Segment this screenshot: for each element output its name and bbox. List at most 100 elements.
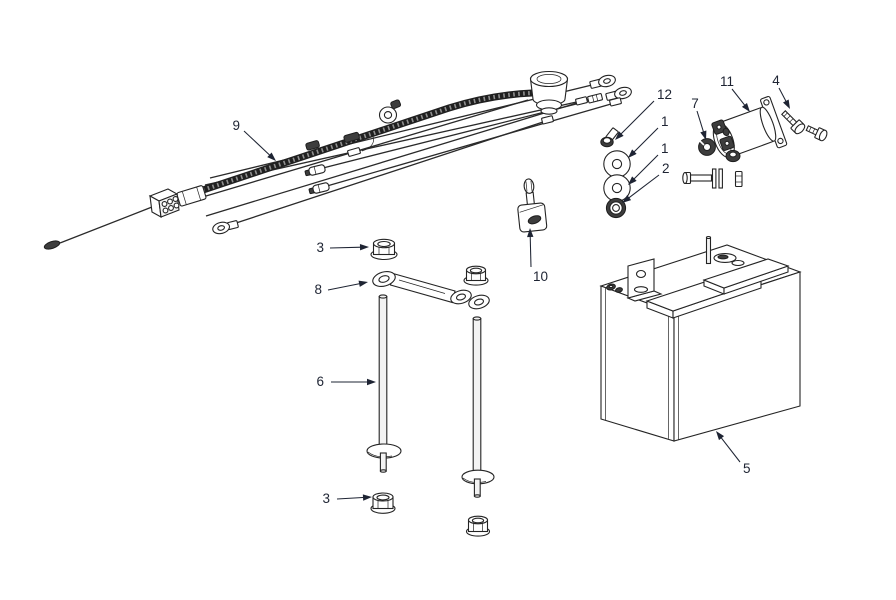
leader-arrow xyxy=(358,280,368,287)
leader-line xyxy=(731,88,747,107)
leader-line xyxy=(719,436,741,463)
main-cable-wrap xyxy=(202,90,533,192)
part-number-label: 3 xyxy=(316,240,324,255)
cable-lug xyxy=(305,140,320,151)
harness-wire xyxy=(326,103,612,187)
leader-line xyxy=(329,246,363,249)
leader-arrow xyxy=(716,431,725,441)
leader-line xyxy=(619,100,655,136)
lock-nut xyxy=(605,197,627,219)
mounting-bolt xyxy=(805,125,828,142)
harness-wire xyxy=(232,121,544,225)
leader-line xyxy=(529,234,532,268)
screw-small xyxy=(600,127,619,148)
callout-4: 4 xyxy=(772,73,790,109)
ring-terminal xyxy=(605,86,632,101)
leader-line xyxy=(632,127,659,154)
key-bow xyxy=(523,178,535,194)
lead-wire xyxy=(59,206,153,244)
roll-pins xyxy=(711,168,723,189)
connector-sleeve xyxy=(176,185,207,207)
callout-10: 10 xyxy=(527,228,548,284)
cable-boot xyxy=(529,70,569,115)
solenoid xyxy=(711,96,788,163)
leader-arrow xyxy=(628,149,637,158)
leader-line xyxy=(243,130,272,157)
bullet-connector xyxy=(304,164,326,177)
callout-8: 8 xyxy=(314,280,368,297)
leader-arrow xyxy=(362,494,372,501)
callout-1: 1 xyxy=(628,141,669,185)
branch-lug xyxy=(347,147,361,157)
cable-clamp xyxy=(378,99,402,124)
leader-line xyxy=(778,87,788,104)
mounting-bolt xyxy=(781,110,806,135)
callout-9: 9 xyxy=(232,118,276,161)
leader-arrow xyxy=(367,378,376,386)
callout-6: 6 xyxy=(316,374,376,389)
part-number-label: 8 xyxy=(314,282,322,297)
leader-arrow xyxy=(267,152,276,161)
wire-lug xyxy=(541,115,554,125)
keyhole xyxy=(527,215,542,225)
bullet-connector xyxy=(308,182,330,195)
battery-ridge xyxy=(702,258,790,295)
battery-terminal xyxy=(705,235,745,267)
part-number-label: 7 xyxy=(691,96,699,111)
connector-pin xyxy=(172,196,179,202)
flange-nut xyxy=(465,515,491,537)
flange-nut xyxy=(463,265,489,286)
part-number-label: 5 xyxy=(743,461,751,476)
ring-terminal xyxy=(589,74,616,89)
leader-arrow xyxy=(628,176,637,185)
spacer-pin xyxy=(734,170,743,188)
leader-arrow xyxy=(622,195,632,203)
wire-splice xyxy=(587,93,603,104)
leader-arrow xyxy=(782,99,790,109)
callout-5: 5 xyxy=(716,431,751,476)
solenoid-nut xyxy=(725,149,741,163)
battery-terminal xyxy=(606,283,623,293)
leader-arrow xyxy=(359,244,369,251)
part-number-label: 1 xyxy=(661,141,669,156)
part-number-label: 9 xyxy=(232,118,240,133)
flange-nut xyxy=(370,238,398,261)
leader-arrow xyxy=(527,228,534,238)
callout-7: 7 xyxy=(691,96,707,140)
callout-2: 2 xyxy=(622,161,670,203)
part-number-label: 1 xyxy=(661,114,669,129)
hold-down-rod xyxy=(461,316,495,498)
connector-pin xyxy=(161,201,168,207)
part-number-label: 6 xyxy=(316,374,324,389)
leader-line xyxy=(696,110,705,134)
part-number-label: 4 xyxy=(772,73,780,88)
wiring-harness xyxy=(43,70,632,250)
connector-pin xyxy=(173,202,180,209)
battery xyxy=(599,235,802,442)
wire-lug xyxy=(609,97,622,107)
part-number-label: 10 xyxy=(533,269,548,284)
part-number-label: 12 xyxy=(657,87,672,102)
part-number-label: 11 xyxy=(720,74,734,89)
callout-3: 3 xyxy=(322,491,372,506)
connector-pin xyxy=(167,198,173,205)
leader-line xyxy=(336,496,366,500)
harness-connector xyxy=(148,185,207,219)
part-number-label: 3 xyxy=(322,491,330,506)
connector-pin xyxy=(168,205,174,211)
cable-lug xyxy=(343,131,360,143)
lead-wire-terminal xyxy=(43,240,61,250)
lock-washer xyxy=(698,138,716,156)
flange-nut xyxy=(370,492,396,514)
callout-11: 11 xyxy=(720,74,750,112)
callout-1: 1 xyxy=(628,114,669,158)
harness-wire xyxy=(205,102,578,217)
flat-washer xyxy=(603,150,631,178)
leader-arrow xyxy=(741,102,750,112)
leader-arrow xyxy=(700,130,707,140)
leader-line xyxy=(327,282,362,291)
part-number-label: 2 xyxy=(662,161,670,176)
harness-wire xyxy=(205,99,529,197)
